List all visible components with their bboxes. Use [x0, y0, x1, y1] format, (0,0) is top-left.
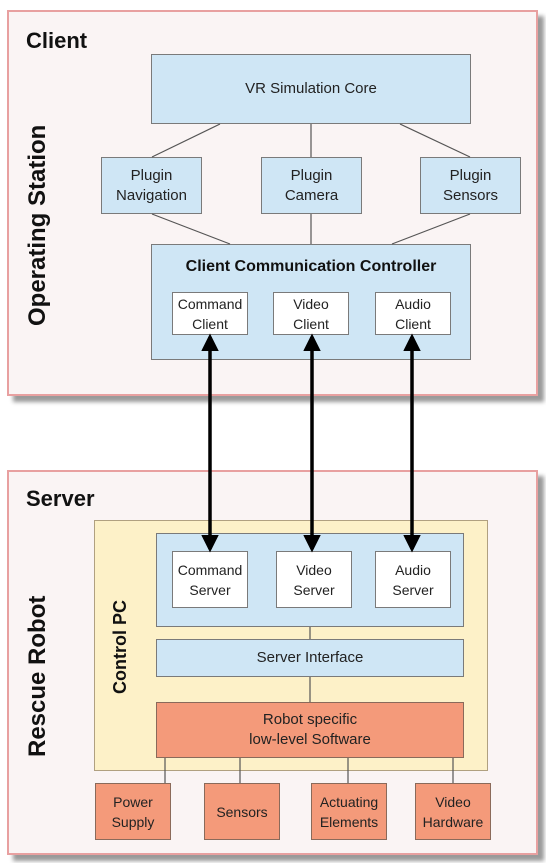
power-supply: Power Supply	[95, 783, 171, 840]
command-server: Command Server	[172, 551, 248, 608]
video-hardware: Video Hardware	[415, 783, 491, 840]
link-core-navigation	[151, 123, 221, 158]
plugin-navigation: Plugin Navigation	[101, 157, 202, 214]
link-navigation-controller	[151, 213, 231, 245]
plugin-sensors: Plugin Sensors	[420, 157, 521, 214]
client-title: Client	[26, 28, 88, 53]
link-core-sensors	[399, 123, 471, 158]
actuating-elements: Actuating Elements	[311, 783, 387, 840]
robot-specific-software: Robot specific low-level Software	[156, 702, 464, 758]
sensors-hardware: Sensors	[204, 783, 280, 840]
client-communication-controller-title: Client Communication Controller	[185, 258, 437, 275]
video-client: Video Client	[273, 292, 349, 335]
server-title: Server	[26, 486, 95, 511]
video-server: Video Server	[276, 551, 352, 608]
plugin-camera: Plugin Camera	[261, 157, 362, 214]
server-interface: Server Interface	[156, 639, 464, 677]
link-sensors-controller	[391, 213, 471, 245]
vr-simulation-core: VR Simulation Core	[151, 54, 471, 124]
